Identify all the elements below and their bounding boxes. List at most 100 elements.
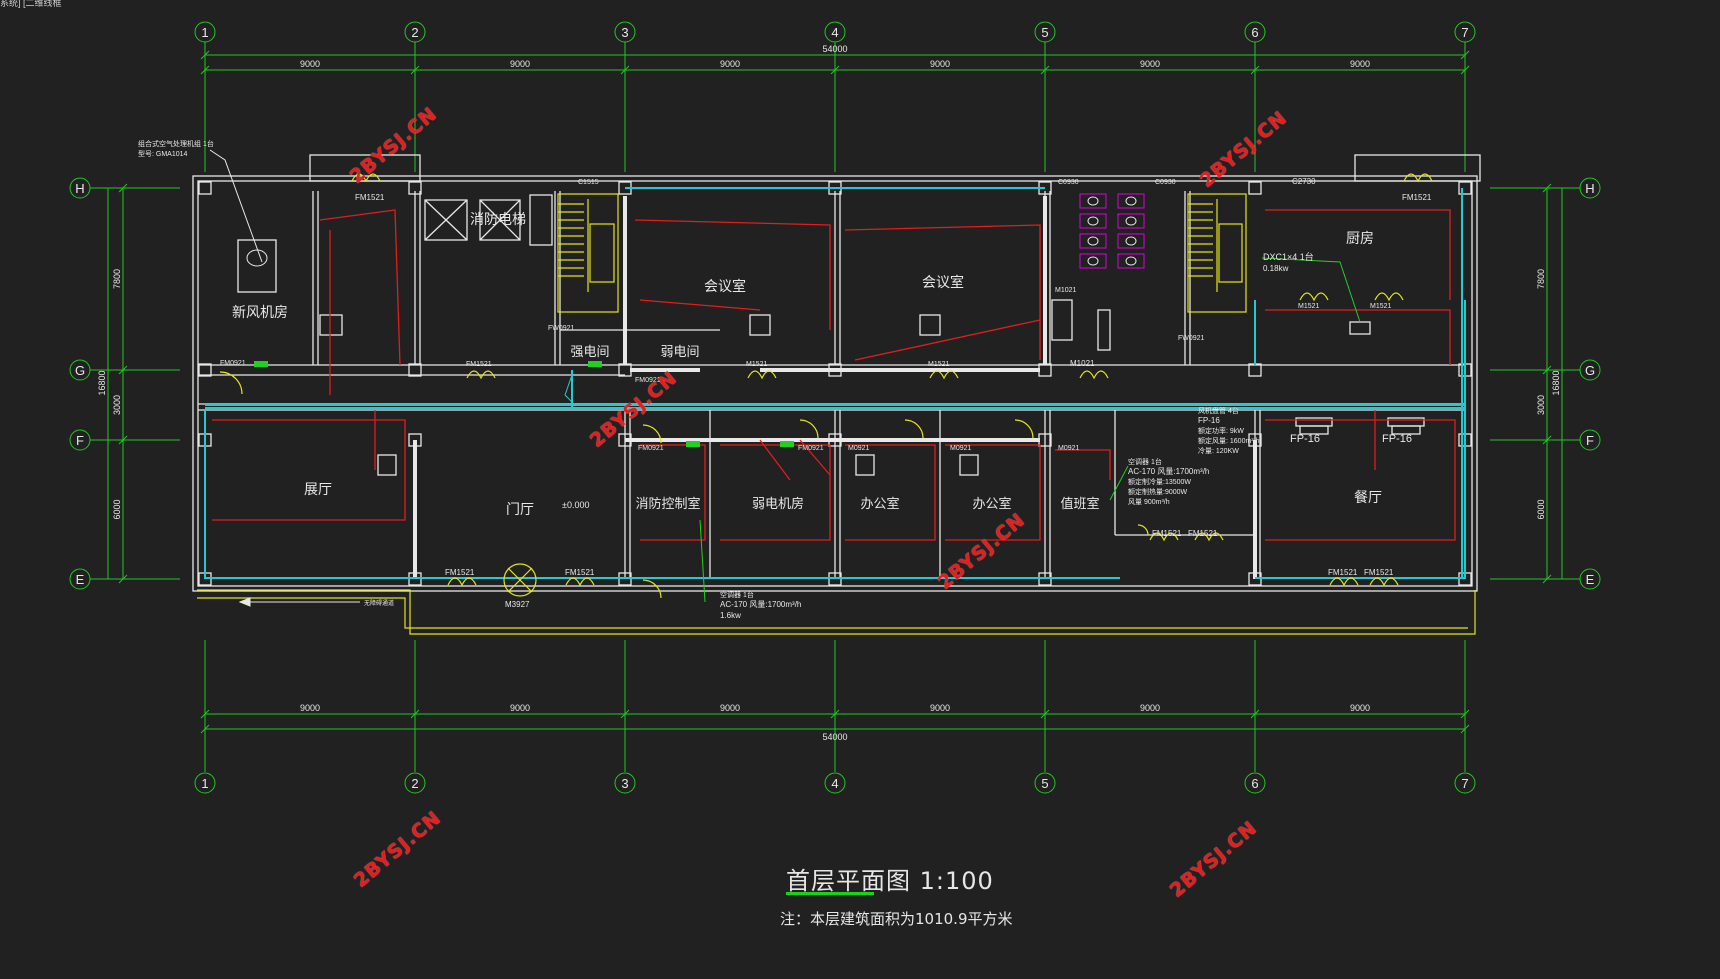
stair-well xyxy=(589,223,615,283)
door-tag: FM1521 xyxy=(1402,193,1432,202)
axis-label: 2 xyxy=(411,776,418,791)
duct-run xyxy=(845,444,936,541)
door-swing xyxy=(1014,419,1034,439)
door-swing xyxy=(904,419,924,439)
room-label-weak-room: 弱电机房 xyxy=(752,496,804,511)
dimension-text: 9000 xyxy=(720,59,740,69)
door-flap xyxy=(929,370,959,380)
axis-label: 4 xyxy=(831,776,838,791)
dimension-lines xyxy=(107,50,1563,734)
column xyxy=(1458,181,1472,195)
toilet-fixture xyxy=(1125,196,1137,206)
revolving-door xyxy=(503,563,537,597)
door-flap xyxy=(747,370,777,380)
dimension-tick xyxy=(118,365,128,375)
duct-run xyxy=(945,444,1041,541)
axis-bubble xyxy=(69,177,91,199)
door-tag: FM0921 xyxy=(798,445,824,452)
axis-label: F xyxy=(76,433,84,448)
toilet-stall xyxy=(1117,233,1145,249)
axis-bubble xyxy=(194,772,216,794)
projection-wall xyxy=(1354,154,1481,182)
window-tag: C1515 xyxy=(578,179,599,186)
arrow-head xyxy=(238,597,251,607)
toilet-stall xyxy=(1079,233,1107,249)
door-tag: FM1521 xyxy=(466,361,492,368)
equipment xyxy=(209,149,1361,607)
site-boundary xyxy=(197,597,1468,629)
ac-unit xyxy=(855,454,875,476)
door-flap xyxy=(1194,532,1224,542)
dimension-total: 16800 xyxy=(1551,370,1561,395)
dimension-tick xyxy=(118,574,128,584)
dimension-text: 6000 xyxy=(1536,499,1546,519)
duct-run xyxy=(1265,209,1451,300)
axis-label: H xyxy=(1585,181,1594,196)
axis-label: 7 xyxy=(1461,25,1468,40)
axis-label: 2 xyxy=(411,25,418,40)
axis-bubble xyxy=(614,21,636,43)
riser xyxy=(564,374,576,406)
room-label-lobby: 门厅 xyxy=(506,501,534,517)
elevator-car xyxy=(479,199,521,241)
dimension-tick xyxy=(118,435,128,445)
door-tag: M1521 xyxy=(1298,303,1320,310)
window-tag: FW0921 xyxy=(1178,335,1205,342)
dimension-tick xyxy=(830,65,840,75)
duct-run xyxy=(639,299,761,311)
elevator-x xyxy=(479,199,521,241)
axis-label: 6 xyxy=(1251,776,1258,791)
stair-outline xyxy=(557,193,619,313)
door-flap xyxy=(1299,292,1329,302)
axis-bubble xyxy=(69,568,91,590)
axis-label: H xyxy=(75,181,84,196)
dimension-text: 9000 xyxy=(300,59,320,69)
equipment-note: 0.18kw xyxy=(1263,264,1289,273)
toilet-stall xyxy=(1117,253,1145,269)
door-tag: FM1521 xyxy=(445,568,475,577)
duct-run xyxy=(212,419,406,521)
projection-wall xyxy=(309,154,421,182)
dimension-tick xyxy=(1460,724,1470,734)
ac-unit xyxy=(377,454,397,476)
dimension-total: 54000 xyxy=(822,44,847,54)
fan-coil xyxy=(1349,321,1371,335)
door-flap xyxy=(1403,173,1433,183)
site-boundary xyxy=(197,589,1476,635)
column xyxy=(618,363,632,377)
toilet-stall xyxy=(1079,253,1107,269)
door-tag: M1021 xyxy=(1055,287,1077,294)
room-label-strong-electric: 强电间 xyxy=(570,344,609,359)
axis-label: G xyxy=(1585,363,1595,378)
sink xyxy=(1051,299,1073,341)
door-flap xyxy=(1149,532,1179,542)
door-tag: M0921 xyxy=(848,445,870,452)
room-label-fire-control: 消防控制室 xyxy=(635,496,700,511)
axis-bubble xyxy=(1454,21,1476,43)
axis-bubble xyxy=(1454,772,1476,794)
axis-bubble xyxy=(194,21,216,43)
dimension-tick xyxy=(200,65,210,75)
axis-label: 1 xyxy=(201,25,208,40)
dimension-tick xyxy=(200,724,210,734)
axis-label: F xyxy=(1586,433,1594,448)
equipment-note: 额定制冷量:13500W xyxy=(1128,477,1191,486)
damper xyxy=(588,361,602,367)
equipment-note: DXC1×4 1台 xyxy=(1263,251,1314,262)
window-tag: C0930 xyxy=(1058,179,1079,186)
axis-bubble xyxy=(824,21,846,43)
door-swing xyxy=(642,424,662,444)
axis-label: 1 xyxy=(201,776,208,791)
dimension-tick xyxy=(1040,65,1050,75)
toilet-fixture xyxy=(1125,256,1137,266)
toilet-fixture xyxy=(1125,216,1137,226)
door-swing xyxy=(642,579,662,599)
urinal xyxy=(1097,309,1111,351)
window-tag: C0930 xyxy=(1155,179,1176,186)
room-label-fresh-air: 新风机房 xyxy=(232,304,288,320)
door-flap xyxy=(1369,577,1399,587)
equipment-note: 组合式空气处理机组 1台 xyxy=(138,139,214,148)
fp-unit xyxy=(1295,417,1333,427)
column xyxy=(408,363,422,377)
duct-run xyxy=(799,439,831,476)
